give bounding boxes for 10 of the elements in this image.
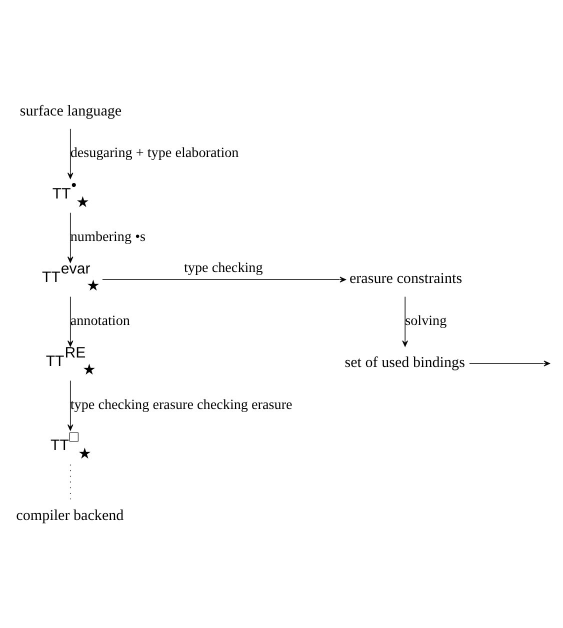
- edge-label: type checking erasure checking erasure: [70, 396, 292, 413]
- node-text: set of used bindings: [344, 355, 465, 372]
- edge-label: desugaring + type elaboration: [70, 145, 239, 162]
- edge-label: type checking: [184, 260, 263, 276]
- edge-label: numbering •s: [70, 228, 146, 245]
- node-text: compiler backend: [16, 508, 124, 524]
- node-text: surface language: [20, 103, 122, 120]
- edge-label: solving: [405, 312, 447, 329]
- edge-label: annotation: [70, 312, 130, 329]
- node-text: erasure constraints: [349, 271, 462, 288]
